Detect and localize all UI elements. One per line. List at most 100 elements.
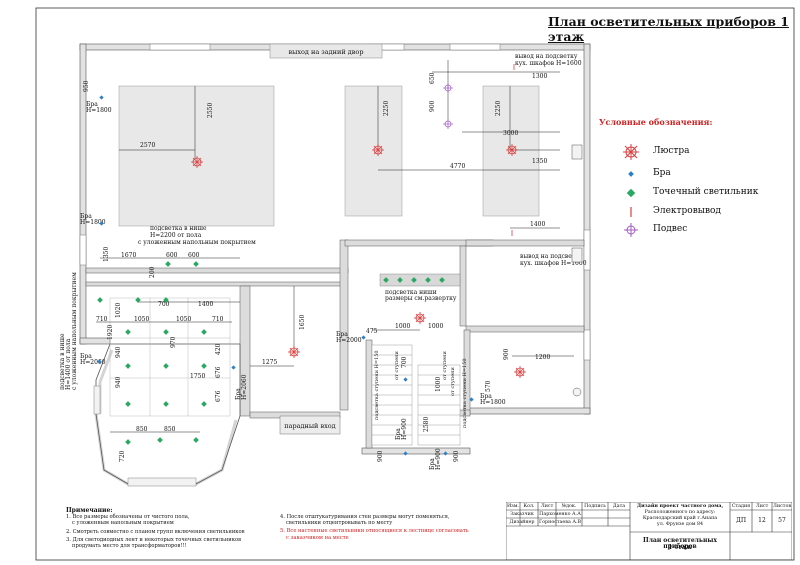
notes-right: 4. После отштукатуривания стен размеры м…: [280, 514, 500, 541]
dim-3000: 3000: [503, 130, 518, 137]
pendant-icon: [443, 83, 453, 93]
step-light-label-5: подсветка ступени Н=150: [462, 358, 468, 428]
dim-900-b: 900: [503, 348, 510, 360]
stamp-project-3: Краснодарский край г.Анапа: [642, 516, 718, 521]
pendant-icon: [624, 223, 638, 237]
dim-1200: 1200: [535, 354, 550, 361]
dim-1920: 1920: [107, 325, 114, 340]
sconce-height-3: Н=2060: [80, 359, 106, 366]
step-light-label-2: от ступени: [394, 351, 400, 380]
dim-650: 650: [429, 72, 436, 84]
sconce-height-7: Н=900: [401, 418, 408, 440]
stamp-project-2: Расположенного по адресу:: [644, 510, 716, 515]
dim-4770: 4770: [450, 163, 465, 170]
dim-600-b: 600: [188, 252, 200, 259]
cabinet-light-mid-label-1: вывод на подсветку: [520, 253, 583, 260]
dim-1300: 1300: [532, 73, 547, 80]
step-light-label-4: от ступени: [450, 367, 456, 396]
stamp-role-client: Заказчик: [510, 512, 534, 517]
electric-outlets: [511, 64, 515, 236]
spotlight-icon: [125, 329, 131, 335]
dim-1050-a: 1050: [134, 316, 149, 323]
dim-676-a: 676: [215, 366, 222, 378]
dim-900-c: 900: [377, 450, 384, 462]
stamp-project-4: ул. Фрунзе дом 84: [656, 522, 704, 527]
staircase: [371, 344, 461, 446]
main-entrance-label: парадный вход: [284, 422, 335, 430]
chandelier-icon: [372, 144, 384, 156]
stamp-sheet-title-2: 1 этаж: [668, 544, 692, 551]
dim-1350-b: 1350: [103, 247, 110, 262]
sconces: [97, 95, 474, 456]
dimension-lines: [96, 60, 574, 433]
sconce-icon: [403, 451, 408, 456]
niche-top-label-2: Н=2200 от пола: [150, 232, 202, 239]
stamp-col-docno: №док.: [561, 504, 577, 509]
sconce-icon: [99, 221, 104, 226]
chandelier-icon: [288, 346, 300, 358]
dim-950: 950: [83, 80, 90, 92]
stamp-stage: ДП: [735, 517, 747, 524]
dim-570: 570: [485, 380, 492, 392]
dim-1050-b: 1050: [176, 316, 191, 323]
sconce-label-1: Бра: [86, 101, 98, 108]
dim-700-b: 700: [401, 356, 408, 368]
legend-item-chandelier: Люстра: [653, 146, 690, 156]
stamp-col-signature: Подпись: [584, 504, 606, 509]
chandelier-icon: [623, 144, 639, 160]
chandelier-icon: [191, 156, 203, 168]
dim-1670: 1670: [121, 252, 136, 259]
dimension-values: 950 2550 2570 2250 650 900 2250 1300 300…: [83, 72, 550, 462]
dim-1400-b: 1400: [198, 301, 213, 308]
back-exit-label: выход на задний двор: [289, 48, 364, 56]
windows: [79, 43, 591, 361]
stamp-sheet-title-1: План осветительных приборов: [643, 537, 717, 550]
chandelier-icon: [514, 366, 526, 378]
electric-outlet-icon: [630, 207, 632, 217]
note-1b: с уложенным напольным покрытием: [72, 520, 174, 527]
sconce-height-6: Н=1800: [480, 399, 506, 406]
dim-420: 420: [215, 343, 222, 355]
dim-900-d: 900: [453, 450, 460, 462]
dim-1750: 1750: [190, 373, 205, 380]
niche-stair-label-2: размеры см.развертку: [385, 295, 457, 302]
sconce-label-6: Бра: [480, 393, 492, 400]
note-1a: 1. Все размеры обозначены от чистого пол…: [66, 514, 190, 521]
pendants: [443, 83, 453, 129]
note-4a: 4. После отштукатуривания стен размеры м…: [280, 514, 450, 520]
note-2: 2. Смотреть совместно с планом групп вкл…: [66, 528, 245, 535]
title-block: Изм. Кол. Лист №док. Подпись Дата Заказч…: [506, 502, 792, 560]
dim-710-b: 710: [212, 316, 224, 323]
dim-1650: 1650: [299, 315, 306, 330]
dim-1020: 1020: [115, 303, 122, 318]
cabinet-light-top-label-1: вывод на подсветку: [515, 53, 578, 60]
dim-940-a: 940: [115, 346, 122, 358]
sconce-icon: [403, 377, 408, 382]
legend-item-pendant: Подвес: [653, 224, 688, 234]
cabinet-light-top-label-2: кух. шкафов Н=1600: [515, 60, 582, 67]
sconce-icon: [469, 397, 474, 402]
note-5a: 5. Все настенные светильники относящиеся…: [280, 528, 469, 535]
plan-annotations: вывод на подсветку кух. шкафов Н=1600 вы…: [59, 53, 587, 470]
stamp-col-change: Изм.: [506, 504, 520, 509]
note-3b: продумать место для трансформаторов!!!: [72, 543, 187, 550]
dim-1350-a: 1350: [532, 158, 547, 165]
stamp-col-stage: Стадия: [731, 504, 751, 509]
sconce-label-7: Бра: [395, 428, 402, 440]
niche-left-label-3: с уложенным напольным покрытием: [71, 272, 78, 390]
cabinet-light-mid-label-2: кух. шкафов Н=1600: [520, 260, 587, 267]
sheet-frame: [35, 7, 795, 561]
step-light-label-1: подсветка ступени Н=150: [374, 350, 380, 420]
sconce-height-2: Н=1800: [80, 219, 106, 226]
stamp-project-1: Дизайн проект частного дома,: [636, 503, 724, 509]
note-4b: светильники отцентровывать по месту: [286, 520, 393, 527]
stamp-col-sheet-no: Лист: [755, 504, 769, 509]
sconce-icon: [231, 365, 236, 370]
dim-600-a: 600: [166, 252, 178, 259]
dim-720: 720: [119, 450, 126, 462]
dim-2580: 2580: [423, 417, 430, 432]
sconce-label-4: Бра: [235, 388, 242, 400]
spotlight-icon: [165, 261, 171, 267]
